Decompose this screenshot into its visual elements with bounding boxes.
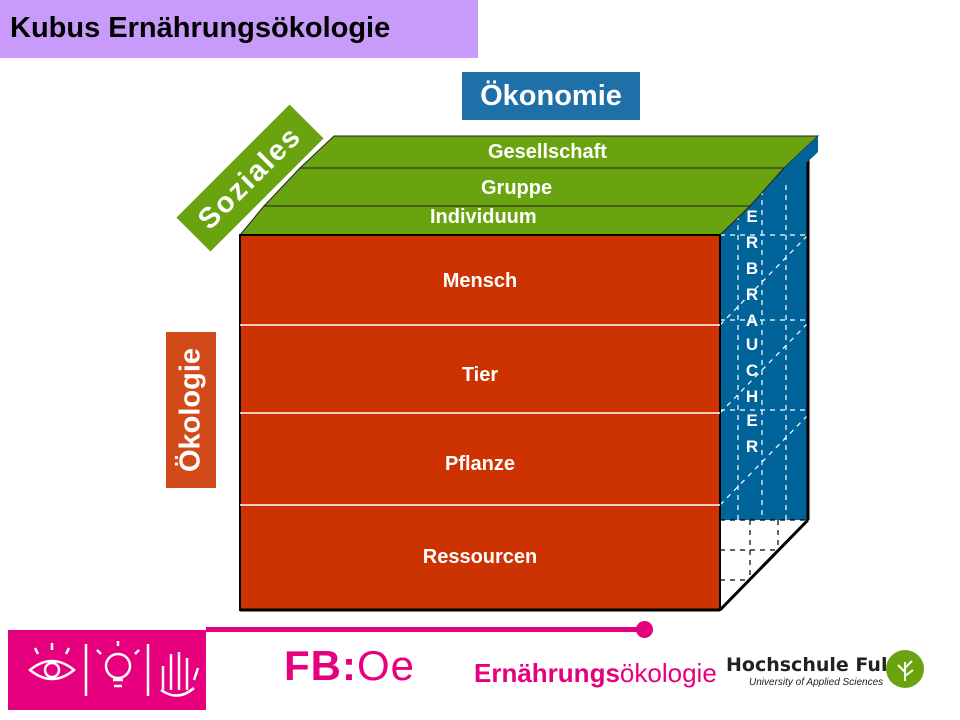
footer-divider-dot xyxy=(636,621,653,638)
side-letter: U xyxy=(745,335,759,354)
axis-label-oekonomie: Ökonomie xyxy=(462,72,640,120)
leaf-logo-icon xyxy=(886,650,924,688)
label-mensch: Mensch xyxy=(442,270,518,292)
fb-logo-colon: : xyxy=(342,642,357,689)
footer-icons xyxy=(28,641,200,697)
hand-icon xyxy=(160,652,200,697)
side-letter: R xyxy=(745,437,759,456)
side-letter: E xyxy=(746,411,758,430)
label-individuum: Individuum xyxy=(430,206,537,228)
cube-edge xyxy=(718,518,810,612)
label-ressourcen: Ressourcen xyxy=(422,546,538,568)
right-face-grid xyxy=(719,165,809,520)
program-name-bold: Ernährungs xyxy=(474,658,620,688)
side-letter: E xyxy=(746,207,758,226)
page-title: Kubus Ernährungsökologie xyxy=(10,12,391,44)
layer-gesellschaft-side xyxy=(784,136,818,184)
program-name-normal: ökologie xyxy=(619,658,717,688)
title-banner: Kubus Ernährungsökologie xyxy=(0,0,478,58)
front-face-dividers xyxy=(240,324,720,506)
side-letter: C xyxy=(745,361,759,380)
eye-icon xyxy=(28,643,76,681)
lightbulb-icon xyxy=(96,641,140,688)
side-letter: R xyxy=(745,285,759,304)
label-gruppe: Gruppe xyxy=(481,177,553,199)
right-lower-grid xyxy=(720,519,808,581)
label-gesellschaft: Gesellschaft xyxy=(488,141,607,163)
label-tier: Tier xyxy=(461,364,499,386)
university-name: Hochschule Fulda xyxy=(726,654,914,676)
university-subtitle: University of Applied Sciences xyxy=(749,677,884,688)
axis-label-oekologie: Ökologie xyxy=(166,332,216,488)
program-name: Ernährungsökologie xyxy=(474,658,717,689)
side-letter: H xyxy=(745,387,759,406)
side-letter: R xyxy=(745,233,759,252)
side-letter: B xyxy=(745,259,759,278)
footer-icon-panel xyxy=(8,630,206,710)
footer-divider-line xyxy=(206,627,642,632)
label-pflanze: Pflanze xyxy=(444,453,516,475)
side-letter: A xyxy=(745,311,759,330)
fb-logo-thin: Oe xyxy=(357,642,416,689)
fb-oe-logo: FB:Oe xyxy=(284,642,415,690)
fb-logo-bold: FB xyxy=(284,642,342,689)
